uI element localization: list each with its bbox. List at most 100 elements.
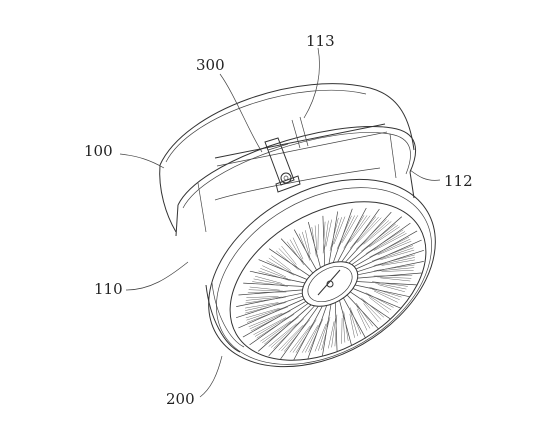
- bracket-300: [264, 137, 301, 193]
- grille-slat: [295, 319, 317, 353]
- grille-slat: [253, 278, 286, 286]
- grille-slat: [246, 306, 288, 323]
- grille-slat: [380, 277, 411, 282]
- grille-slat: [311, 226, 317, 257]
- grille-slat: [361, 297, 385, 318]
- grille-slat: [245, 302, 287, 314]
- frame-ring: [175, 126, 417, 237]
- grille-slat: [289, 239, 304, 263]
- grille-slat: [374, 264, 415, 271]
- grille-slat: [381, 270, 414, 272]
- grille-slat: [343, 215, 365, 249]
- grille-spoke: [357, 261, 424, 276]
- grille-slat: [355, 302, 374, 327]
- grille-slat: [349, 307, 362, 335]
- grille-slat: [356, 217, 382, 243]
- grille-slat: [369, 226, 400, 248]
- grille-slat: [318, 320, 329, 351]
- grille-slat: [266, 260, 295, 276]
- grille-slat: [349, 313, 355, 338]
- grille-slat: [260, 268, 289, 280]
- grille-slat: [374, 282, 407, 290]
- grille-slat: [336, 215, 352, 250]
- label-100: 100: [84, 142, 113, 160]
- grille-spoke: [268, 248, 310, 277]
- label-110: 110: [94, 280, 123, 298]
- grille-slat: [377, 267, 415, 272]
- grille-slat: [252, 281, 288, 287]
- grille-slat: [377, 257, 415, 266]
- grille-slat: [377, 284, 405, 293]
- grille-slat: [325, 219, 332, 247]
- grille-slat: [281, 245, 297, 265]
- grille-slat: [246, 307, 284, 321]
- grille-slat: [353, 216, 379, 246]
- grille-slat: [268, 257, 293, 274]
- grille-spokes: [235, 207, 425, 361]
- grille-spoke: [243, 282, 304, 287]
- grille-slat: [334, 314, 338, 347]
- grille-slat: [372, 281, 408, 287]
- grille-slat: [253, 317, 287, 335]
- grille-slat: [292, 322, 314, 353]
- grille-slat: [248, 289, 283, 292]
- grille-slat: [333, 216, 346, 245]
- grille-slat: [249, 286, 280, 291]
- grille-slat: [255, 275, 283, 284]
- grille-slat: [278, 248, 298, 268]
- grille-slat: [349, 310, 359, 337]
- grille-slat: [365, 292, 394, 308]
- grille-slat: [373, 290, 398, 303]
- grille-slat: [341, 318, 343, 344]
- grille-slat: [249, 311, 287, 330]
- grille-slat: [343, 311, 349, 342]
- grille-slat: [289, 325, 311, 353]
- grille-slat: [305, 321, 321, 353]
- label-112: 112: [444, 172, 473, 190]
- grille-slat: [245, 302, 279, 309]
- grille-slat: [322, 221, 326, 254]
- grille-slat: [328, 321, 335, 349]
- grille-slat: [381, 259, 415, 266]
- grille-slat: [373, 254, 415, 266]
- grille-slat: [362, 300, 382, 320]
- grille-slat: [331, 217, 342, 248]
- grille-spoke: [238, 289, 303, 296]
- grille-slat: [376, 247, 414, 261]
- grille-slat: [283, 319, 311, 352]
- grille-slat: [254, 315, 291, 337]
- grille-slat: [317, 224, 319, 250]
- grille-slat: [246, 296, 279, 298]
- grille-slat: [273, 318, 305, 349]
- grille-slat: [365, 224, 398, 250]
- grille-slat: [356, 305, 371, 329]
- grille-slat: [245, 302, 283, 311]
- grille-slat: [324, 220, 329, 251]
- grille-slat: [278, 325, 304, 351]
- grille-slat: [248, 312, 283, 328]
- grille-slat: [286, 241, 305, 266]
- grille-slat: [271, 255, 291, 271]
- grille-spoke: [352, 288, 402, 309]
- grille-slat: [292, 237, 304, 260]
- grille-slat: [245, 296, 283, 301]
- grille-spoke: [350, 291, 392, 320]
- grille-slat: [275, 250, 299, 271]
- grille-slat: [281, 322, 307, 352]
- grille-slat: [262, 318, 295, 344]
- grille-slat: [361, 223, 396, 252]
- grille-slat: [373, 238, 411, 257]
- grille-slat: [256, 314, 295, 339]
- grille-slat: [373, 233, 407, 251]
- grille-slat: [264, 316, 299, 345]
- grille-slat: [359, 220, 390, 247]
- grille-spoke: [346, 294, 380, 330]
- grille-slat: [301, 325, 319, 353]
- grille-slat: [331, 317, 336, 348]
- grille-slat: [365, 229, 404, 254]
- grille-slat: [371, 288, 400, 300]
- grille-slat: [377, 276, 412, 279]
- grille-slat: [367, 294, 392, 311]
- grille-slat: [314, 323, 327, 352]
- grille-slat: [329, 217, 339, 251]
